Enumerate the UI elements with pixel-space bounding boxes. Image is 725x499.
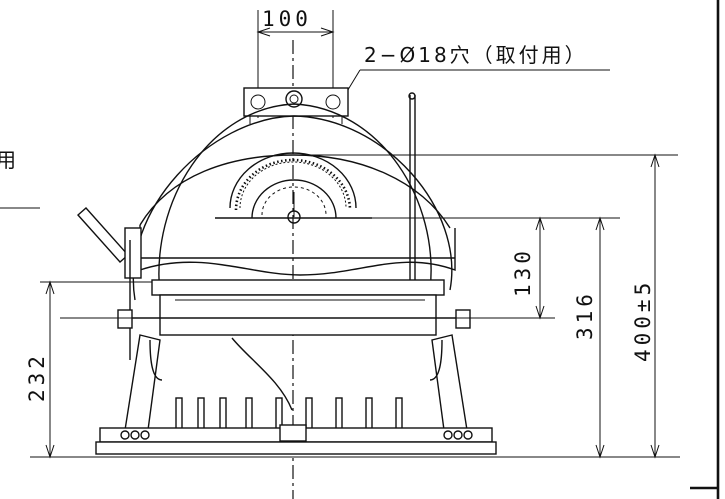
outer-wire-arc-2 — [132, 115, 453, 301]
dimension-overall-height-label: 400±5 — [631, 279, 655, 362]
outer-wire-arc — [158, 103, 432, 296]
dimension-scale-height-label: 130 — [511, 247, 535, 297]
dimension-top-width: 100 — [256, 7, 335, 118]
dimension-left-height: 232 — [25, 280, 55, 459]
left-note-fragment: 用 — [0, 148, 19, 172]
dimension-mid-height: 316 — [573, 216, 605, 459]
base-plate — [95, 424, 497, 455]
dimension-mid-height-label: 316 — [573, 290, 597, 340]
dimension-top-width-label: 100 — [262, 7, 312, 31]
antenna-rod — [408, 92, 416, 280]
dimension-left-height-label: 232 — [25, 352, 49, 402]
housing-body — [139, 225, 456, 276]
cable — [231, 337, 293, 411]
scale-dial — [215, 152, 372, 224]
hole-note-label: 2−Ø18穴（取付用） — [364, 43, 588, 67]
hole-note: 2−Ø18穴（取付用） — [342, 43, 610, 99]
dimension-scale-height: 130 — [511, 216, 545, 320]
main-tray — [117, 279, 471, 336]
mounting-bracket — [243, 87, 349, 124]
grille-bars — [175, 397, 403, 435]
legs — [124, 334, 468, 431]
side-handle — [77, 207, 142, 360]
dimension-overall-height: 400±5 — [631, 153, 660, 459]
